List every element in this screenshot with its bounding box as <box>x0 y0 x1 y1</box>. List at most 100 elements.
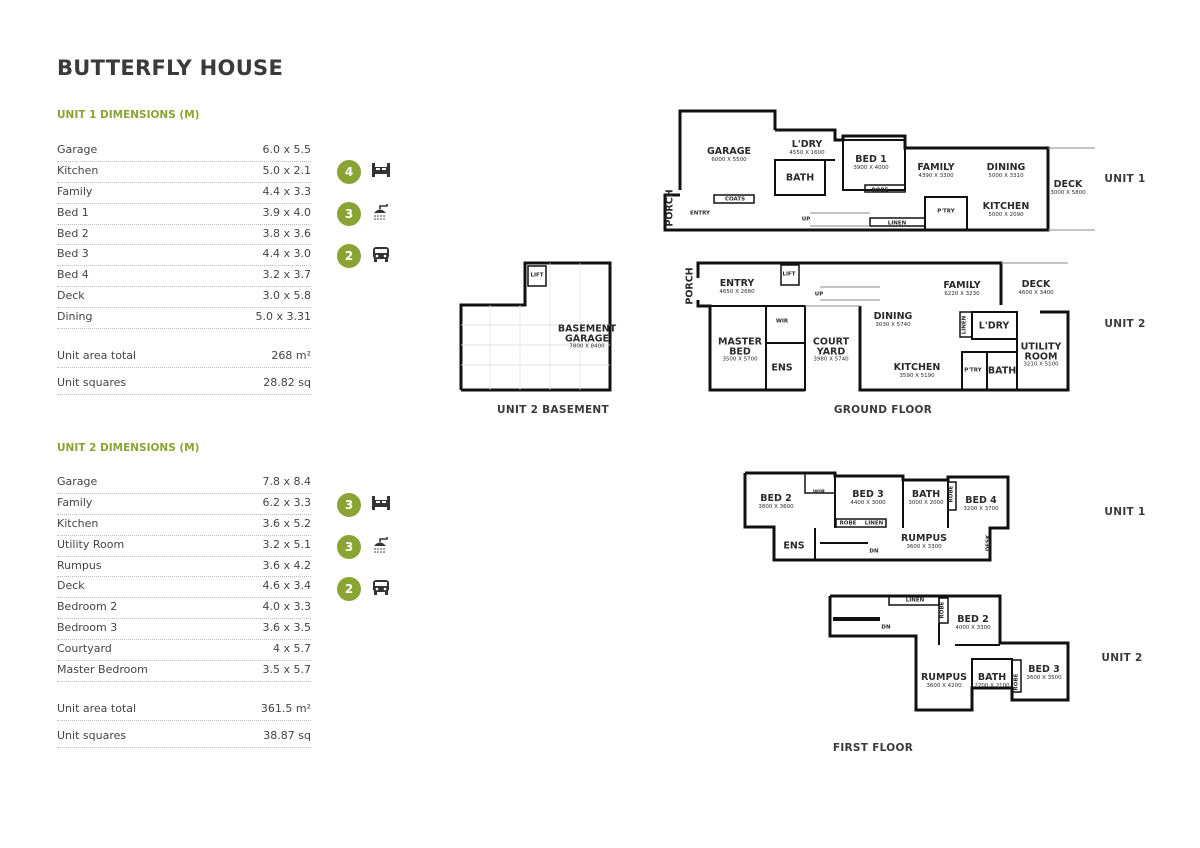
room-name: Bed 4 <box>57 268 89 282</box>
room-label-p-try: P'TRY <box>964 368 981 374</box>
car-icon <box>371 578 391 600</box>
room-name: ROBE <box>939 601 946 619</box>
room-dims: 6000 X 5500 <box>711 156 747 163</box>
squares-value: 38.87 sq <box>263 728 311 742</box>
room-name: UP <box>814 291 824 298</box>
room-name: DINING <box>873 311 913 322</box>
room-dims: 3.5 x 5.7 <box>262 663 312 677</box>
caption-unit1-ground: UNIT 1 <box>1104 173 1146 185</box>
room-label-porch: PORCH <box>684 267 695 304</box>
feature-bed: 4 <box>337 160 391 184</box>
room-label-robe: ROBE <box>872 188 889 194</box>
room-dims: 4650 X 2680 <box>719 288 755 295</box>
room-name: DINING <box>986 162 1026 173</box>
room-name: LINEN <box>887 220 907 227</box>
room-name: LINEN <box>961 315 968 335</box>
room-name: P'TRY <box>937 208 955 215</box>
room-name: DECK <box>1053 179 1083 190</box>
room-label-coats: COATS <box>725 197 745 203</box>
room-label-up: UP <box>815 292 824 298</box>
room-name: GARAGE <box>706 146 752 157</box>
room-name: BASEMENT GARAGE <box>557 323 617 344</box>
room-name: BATH <box>785 172 815 184</box>
bed-icon <box>371 495 391 515</box>
room-name: LINEN <box>905 597 925 604</box>
room-name: BATH <box>987 365 1017 377</box>
room-dims: 4.4 x 3.3 <box>262 184 312 198</box>
room-name: DN <box>881 624 891 631</box>
room-dims: 5.0 x 2.1 <box>262 163 312 177</box>
room-name: LINEN <box>864 520 884 527</box>
room-label-entry: ENTRY <box>690 211 710 217</box>
room-name: P'TRY <box>964 367 982 374</box>
room-name: ENTRY <box>689 210 711 217</box>
room-label-bath: BATH <box>988 366 1016 376</box>
room-name: DESK <box>985 534 992 552</box>
room-name: Deck <box>57 579 85 593</box>
room-dims: 4400 X 3000 <box>850 499 886 506</box>
room-label-wir: WIR <box>776 319 788 325</box>
room-name: Bed 1 <box>57 205 89 219</box>
room-dims: 3.2 x 3.7 <box>262 268 312 282</box>
unit1-first-plan <box>743 471 1010 562</box>
room-label-dn: DN <box>881 625 890 631</box>
room-dims: 3.0 x 5.8 <box>262 289 312 303</box>
feature-bed: 3 <box>337 493 391 517</box>
room-dims: 4600 X 3400 <box>1018 289 1054 296</box>
room-name: Family <box>57 184 93 198</box>
room-dims: 3600 X 3300 <box>906 543 942 550</box>
count-badge: 3 <box>337 493 361 517</box>
room-dims: 3.6 x 4.2 <box>262 558 312 572</box>
unit1-heading: UNIT 1 DIMENSIONS (M) <box>57 109 200 121</box>
room-dims: 3.2 x 5.1 <box>262 537 312 551</box>
caption-unit2-ground: UNIT 2 <box>1104 318 1146 330</box>
room-label-ens: ENS <box>771 363 792 373</box>
room-dims: 3030 X 5740 <box>875 321 911 328</box>
room-name: PORCH <box>664 189 676 227</box>
room-dims: 3600 X 3500 <box>1026 674 1062 681</box>
room-dims: 5000 X 3310 <box>988 172 1024 179</box>
room-name: DN <box>869 548 879 555</box>
room-label-ens: ENS <box>783 541 804 551</box>
room-name: Bedroom 3 <box>57 621 118 635</box>
room-name: BED 4 <box>965 495 997 506</box>
room-dims: 3000 X 2000 <box>908 499 944 506</box>
room-name: BED 1 <box>855 154 887 165</box>
room-label-wir: WIR <box>813 490 825 496</box>
car-icon <box>371 245 391 267</box>
room-name: RUMPUS <box>900 533 948 544</box>
room-dims: 3.8 x 3.6 <box>262 226 312 240</box>
dimension-row: Family 4.4 x 3.3 <box>57 183 311 204</box>
room-name: WIR <box>775 318 789 325</box>
feature-shower: 3 <box>337 202 391 226</box>
room-label-linen: LINEN <box>865 521 884 527</box>
room-dims: 3500 X 5700 <box>722 356 758 363</box>
room-dims: 4000 X 3300 <box>955 624 991 631</box>
room-label-dn: DN <box>869 549 878 555</box>
room-name: Bedroom 2 <box>57 600 118 614</box>
room-label-robe: ROBE <box>948 486 955 503</box>
room-name: ROBE <box>839 520 857 527</box>
room-name: Garage <box>57 143 98 156</box>
shower-icon <box>371 536 391 558</box>
